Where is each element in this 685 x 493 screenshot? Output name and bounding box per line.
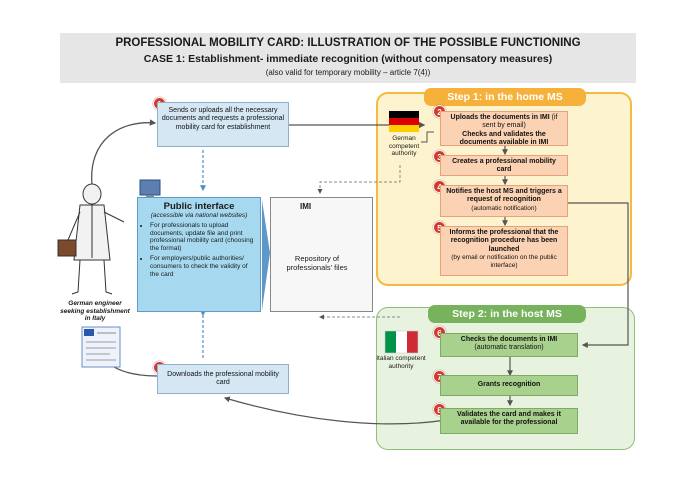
repository-label: Repository of professionals' files xyxy=(286,254,348,272)
step2-header: Step 2: in the host MS xyxy=(428,305,586,323)
italian-flag-icon xyxy=(384,330,419,354)
step-6-text: Checks the documents in IMI xyxy=(460,336,558,343)
page-note: (also valid for temporary mobility – art… xyxy=(265,68,431,77)
engineer-icon xyxy=(57,183,125,295)
page-title: PROFESSIONAL MOBILITY CARD: ILLUSTRATION… xyxy=(115,37,581,49)
download-card-box: Downloads the professional mobility card xyxy=(157,364,289,394)
interface-to-imi-chevron xyxy=(262,200,270,310)
italian-authority-label: Italian competent authority xyxy=(376,355,426,370)
step-6-box: Checks the documents in IMI (automatic t… xyxy=(440,333,578,357)
step-5-text: Informs the professional that the recogn… xyxy=(449,229,559,253)
public-interface-title: Public interface xyxy=(163,201,235,212)
step-6-note: (automatic translation) xyxy=(474,344,544,352)
step1-header: Step 1: in the home MS xyxy=(424,88,586,106)
card-icon xyxy=(81,326,121,368)
step-4-box: Notifies the host MS and triggers a requ… xyxy=(440,185,568,217)
step-5-note: (by email or notification on the public … xyxy=(451,253,557,270)
step-8-box: Validates the card and makes it availabl… xyxy=(440,408,578,434)
public-interface-subtitle: (accessible via national websites) xyxy=(150,212,248,219)
public-interface-bullet: For employers/public authorities/ consum… xyxy=(150,255,256,278)
step-2-note: (if sent by email) xyxy=(482,114,558,130)
page-subtitle: CASE 1: Establishment- immediate recogni… xyxy=(143,53,553,65)
step-2-line1: Uploads the documents in IMI xyxy=(450,114,550,121)
german-authority-label: German competent authority xyxy=(388,135,420,158)
public-interface-bullet: For professionals to upload documents, u… xyxy=(150,222,256,252)
request-card-box: Sends or uploads all the necessary docum… xyxy=(157,102,289,147)
step-5-box: Informs the professional that the recogn… xyxy=(440,226,568,276)
engineer-label: German engineer seeking establishment in… xyxy=(60,300,130,323)
step-2-box: Uploads the documents in IMI (if sent by… xyxy=(440,111,568,146)
step-4-note: (automatic notification) xyxy=(471,204,537,212)
step-2-line2: Checks and validates the documents avail… xyxy=(459,130,549,146)
step-7-box: Grants recognition xyxy=(440,375,578,396)
step-4-text: Notifies the host MS and triggers a requ… xyxy=(446,188,562,204)
engineer-to-request-arrow xyxy=(91,119,157,186)
imi-label: IMI xyxy=(300,202,312,211)
step4-to-step6-arrow xyxy=(566,202,629,348)
imi-box xyxy=(270,197,373,312)
step-3-box: Creates a professional mobility card xyxy=(440,155,568,176)
step8-to-download-arrow xyxy=(223,396,447,425)
german-flag-icon xyxy=(389,111,419,132)
title-band xyxy=(60,33,636,83)
public-interface-box: Public interface (accessible via nationa… xyxy=(137,197,261,312)
